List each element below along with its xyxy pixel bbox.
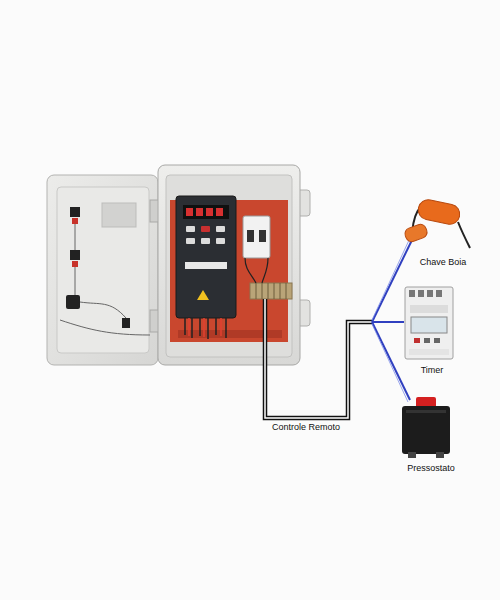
enclosure-lid-part — [47, 175, 158, 365]
device-label: Pressostato — [407, 463, 455, 474]
circuit-breaker-part — [259, 230, 266, 242]
device-label: Chave Boia — [420, 257, 467, 268]
frequency-inverter-part — [196, 208, 203, 216]
timer-device-part — [424, 338, 430, 343]
frequency-inverter — [176, 196, 236, 339]
terminal-strip — [245, 258, 292, 299]
circuit-breaker-part — [247, 230, 254, 242]
frequency-inverter-part — [206, 208, 213, 216]
frequency-inverter-part — [189, 318, 221, 337]
terminal-strip-part — [256, 283, 286, 299]
frequency-inverter-part — [186, 226, 195, 232]
device-label: Timer — [421, 365, 444, 376]
timer-device-part — [427, 290, 433, 297]
frequency-inverter-part — [216, 226, 225, 232]
frequency-inverter-part — [216, 238, 225, 244]
timer-device-part — [405, 287, 453, 359]
timer-device — [405, 287, 453, 359]
enclosure-lid-part — [102, 203, 136, 227]
pressure-switch-part — [436, 452, 444, 458]
float-switch-part — [458, 222, 470, 248]
pressure-switch-item: Pressostato — [386, 392, 476, 476]
terminal-strip-part — [245, 258, 268, 283]
timer-device-part — [410, 305, 448, 313]
float-switch-item: Chave Boia — [398, 196, 488, 270]
frequency-inverter-part — [176, 196, 236, 318]
timer-device-part — [411, 317, 447, 333]
control-cable-part — [265, 299, 372, 418]
frequency-inverter-part — [201, 226, 210, 232]
enclosure-lid-part — [72, 261, 78, 267]
enclosure-lid — [47, 175, 160, 365]
enclosure-lid-part — [57, 187, 149, 353]
timer-device-part — [434, 338, 440, 343]
frequency-inverter-part — [216, 208, 223, 216]
enclosure-body-part — [166, 175, 292, 357]
terminal-strip-part — [250, 283, 292, 299]
cable-label: Controle Remoto — [270, 422, 342, 433]
float-switch-part — [416, 198, 461, 226]
frequency-inverter-part — [186, 238, 195, 244]
float-switch-part — [403, 223, 428, 244]
pressure-switch-part — [406, 410, 446, 413]
signal-wires-part — [372, 322, 410, 400]
frequency-inverter-part — [186, 208, 193, 216]
signal-wires-part — [372, 238, 410, 402]
enclosure-lid-part — [70, 207, 80, 217]
enclosure-lid-part — [70, 250, 80, 260]
control-cable — [265, 299, 372, 418]
enclosure-body-part — [158, 165, 300, 365]
control-cable-part — [265, 299, 372, 418]
timer-device-part — [414, 338, 420, 343]
enclosure-lid-part — [66, 295, 80, 309]
signal-wires-part — [372, 321, 404, 323]
enclosure-body — [158, 165, 310, 365]
frequency-inverter-part — [197, 290, 209, 300]
timer-device-part — [409, 349, 449, 355]
circuit-breaker — [243, 216, 270, 258]
circuit-breaker-part — [243, 216, 270, 258]
float-switch — [403, 198, 470, 248]
pressure-switch-part — [402, 406, 450, 454]
timer-device-part — [418, 290, 424, 297]
pressure-switch — [402, 397, 450, 458]
timer-device-part — [436, 290, 442, 297]
timer-item: Timer — [392, 282, 472, 378]
frequency-inverter-part — [201, 238, 210, 244]
frequency-inverter-part — [185, 262, 227, 269]
enclosure-lid-part — [122, 318, 130, 328]
enclosure-lid-part — [60, 224, 150, 335]
frequency-inverter-part — [183, 205, 229, 219]
timer-device-part — [409, 290, 415, 297]
enclosure-lid-part — [72, 218, 78, 224]
frequency-inverter-part — [185, 318, 226, 339]
pressure-switch-part — [408, 452, 416, 458]
